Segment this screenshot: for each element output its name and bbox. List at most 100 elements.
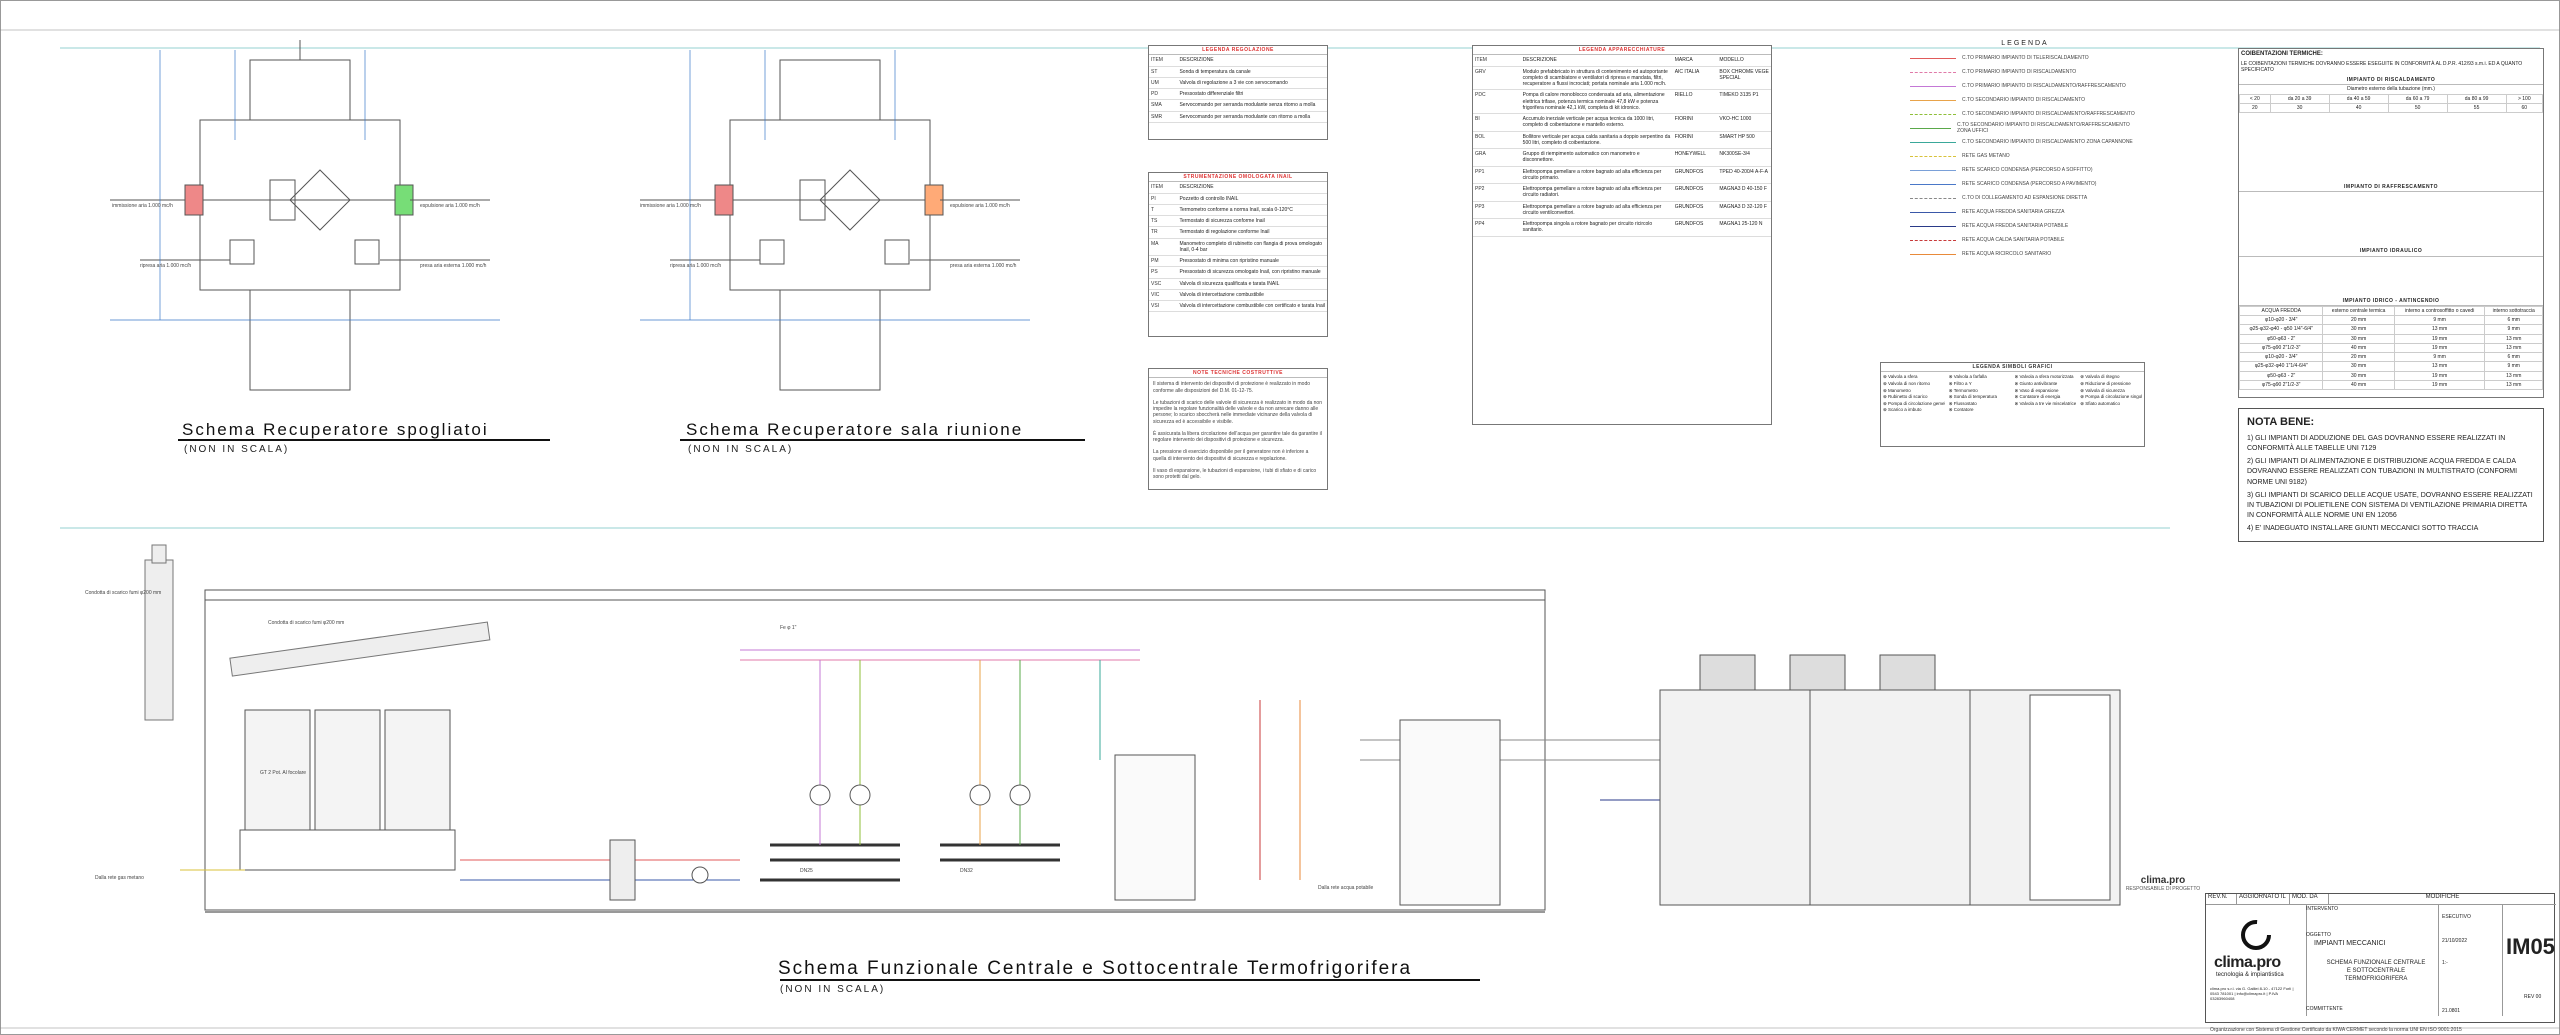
symbol-icon: ⊗ <box>2014 400 2020 406</box>
table-cell: 13 mm <box>2393 324 2486 335</box>
label-immissione: immissione aria 1.000 mc/h <box>112 203 173 209</box>
tav-number: IM05 <box>2506 934 2555 959</box>
revision-header: REV.N. AGGIORNATO IL MOD. DA MODIFICHE <box>2206 894 2556 905</box>
label-presa: presa aria esterna 1.000 mc/h <box>420 263 487 269</box>
simbolo-label: Termometro <box>1953 387 1978 393</box>
simbolo-item: ⊗ Manometro <box>1883 388 1945 394</box>
table-cell: 19 mm <box>2393 333 2486 344</box>
symbol-icon: ⊗ <box>2014 380 2020 386</box>
simbolo-item: ⊗ Valvola a sfera motorizzata <box>2015 374 2077 380</box>
legenda-line-label: C.TO PRIMARIO IMPIANTO DI RISCALDAMENTO/… <box>1962 83 2126 89</box>
legenda-line-item: C.TO SECONDARIO IMPIANTO DI RISCALDAMENT… <box>1910 121 2140 135</box>
simbolo-item: ⊗ Scarico a imbuto <box>1883 407 1945 413</box>
simbolo-label: Filtro a Y <box>1953 380 1972 386</box>
simbolo-label: Valvola a sfera motorizzata <box>2019 374 2074 380</box>
table-cell: FIORINI <box>1672 113 1718 132</box>
address: clima.pro s.r.l. via G. Galilei 8-10 - 4… <box>2210 986 2294 1002</box>
contenuto-value: SCHEMA FUNZIONALE CENTRALE E SOTTOCENTRA… <box>2326 960 2426 982</box>
table-cell: φ50-φ63 - 2" <box>2239 333 2324 344</box>
footer-cert: Organizzazione con Sistema di Gestione C… <box>2210 1027 2462 1033</box>
table-cell: Manometro completo di rubinetto con flan… <box>1177 238 1327 256</box>
diam-col: da 20 a 39 <box>2269 93 2330 104</box>
fire-header: interno sottotraccia <box>2484 305 2543 317</box>
simbolo-item: ⊗ Valvola di sicurezza <box>2080 388 2142 394</box>
divider-2 <box>2502 904 2503 1016</box>
simbolo-item: ⊗ Valvola a farfalla <box>1949 374 2011 380</box>
header-descrizione: DESCRIZIONE <box>1520 55 1673 67</box>
simbolo-item: ⊗ Valvola di non ritorno <box>1883 381 1945 387</box>
table-cell: Gruppo di riempimento automatico con man… <box>1520 148 1673 167</box>
modifiche-col: MODIFICHE <box>2425 894 2460 900</box>
symbol-icon: ⊗ <box>1883 374 1889 380</box>
table-cell: 40 mm <box>2322 379 2395 391</box>
oggetto-label: OGGETTO <box>2306 932 2331 938</box>
simbolo-label: Valvola di ritegno <box>2085 374 2120 380</box>
header-item: ITEM <box>1149 55 1178 67</box>
rev-value: REV 00 <box>2524 994 2542 1000</box>
legenda-line-swatch <box>1910 211 1956 213</box>
responsabile-stamp: clima.pro RESPONSABILE DI PROGETTO <box>2108 875 2218 892</box>
pompa-di-calore <box>1659 654 2121 906</box>
label-ripresa: ripresa aria 1.000 mc/h <box>140 263 192 269</box>
centrale-frame <box>204 589 1546 911</box>
legenda-line-item: C.TO SECONDARIO IMPIANTO DI RISCALDAMENT… <box>1910 107 2140 121</box>
simbolo-label: Riduzione di pressione <box>2085 380 2131 386</box>
caldaie <box>239 709 456 871</box>
legenda-line-item: C.TO DI COLLEGAMENTO AD ESPANSIONE DIRET… <box>1910 191 2140 205</box>
table-cell: 19 mm <box>2393 342 2486 354</box>
simbolo-label: Scarico a imbuto <box>1888 407 1922 413</box>
symbol-icon: ⊗ <box>2080 387 2086 393</box>
table-cell: GRUNDFOS <box>1672 183 1718 202</box>
simbolo-label: Vaso di espansione <box>2019 387 2059 393</box>
table-cell: GRUNDFOS <box>1672 218 1718 237</box>
simbolo-label: Manometro <box>1888 387 1911 393</box>
label-camino: Condotta di scarico fumi φ200 mm <box>85 590 162 596</box>
nota-bene-item: 2) GLI IMPIANTI DI ALIMENTAZIONE E DISTR… <box>2247 458 2518 486</box>
label-espulsione: espulsione aria 1.000 mc/h <box>420 203 480 209</box>
table-cell: UM <box>1149 77 1178 90</box>
table-cell: Termostato di regolazione conforme Inail <box>1177 226 1327 239</box>
diam-header: Diametro esterno della tubazione (mm.) <box>2347 86 2435 93</box>
intervento-label: INTERVENTO <box>2306 906 2339 912</box>
table-cell: ST <box>1149 66 1178 78</box>
header-descrizione: DESCRIZIONE <box>1177 55 1327 67</box>
table-cell: 20 mm <box>2322 314 2395 326</box>
legenda-line-swatch <box>1910 197 1956 199</box>
table-cell: Termometro conforme a norma Inail, scala… <box>1177 204 1327 217</box>
simbolo-item: ⊗ Valvola a sfera <box>1883 374 1945 380</box>
table-cell: Sonda di temperatura da canale <box>1177 66 1327 78</box>
legenda-lines-list: C.TO PRIMARIO IMPIANTO DI TELERISCALDAME… <box>1910 51 2140 261</box>
symbol-icon: ⊗ <box>1883 380 1889 386</box>
table-cell: SMR <box>1149 111 1178 123</box>
table-cell: MAGNA3 D 32-120 F <box>1717 201 1771 219</box>
table-cell: PM <box>1149 255 1178 268</box>
legenda-line-swatch <box>1910 239 1956 241</box>
label-dn2: DN32 <box>960 868 973 874</box>
legenda-line-swatch <box>1910 169 1956 171</box>
nota-bene-item: 4) E' INADEGUATO INSTALLARE GIUNTI MECCA… <box>2247 525 2479 533</box>
logo-text: clima.pro <box>2214 954 2281 971</box>
simbolo-label: Pompa di circolazione gemellare <box>1888 400 1945 406</box>
table-cell: 30 mm <box>2322 333 2395 344</box>
symbol-icon: ⊗ <box>2080 400 2086 406</box>
logo-area: clima.pro tecnologia & impiantistica cli… <box>2206 904 2307 1016</box>
table-cell: Elettropompa gemellare a rotore bagnato … <box>1520 166 1673 184</box>
legenda-line-label: RETE ACQUA FREDDA SANITARIA POTABILE <box>1962 223 2069 229</box>
header-modello: MODELLO <box>1717 55 1771 67</box>
simbolo-label: Valvola a tre vie miscelatrice <box>2019 400 2077 406</box>
legenda-line-item: RETE ACQUA FREDDA SANITARIA GREZZA <box>1910 205 2140 219</box>
table-cell: φ10-φ20 - 3/4" <box>2239 314 2324 326</box>
table-cell: Pozzetto di controllo INAIL <box>1177 193 1327 205</box>
legenda-line-swatch <box>1910 183 1956 185</box>
